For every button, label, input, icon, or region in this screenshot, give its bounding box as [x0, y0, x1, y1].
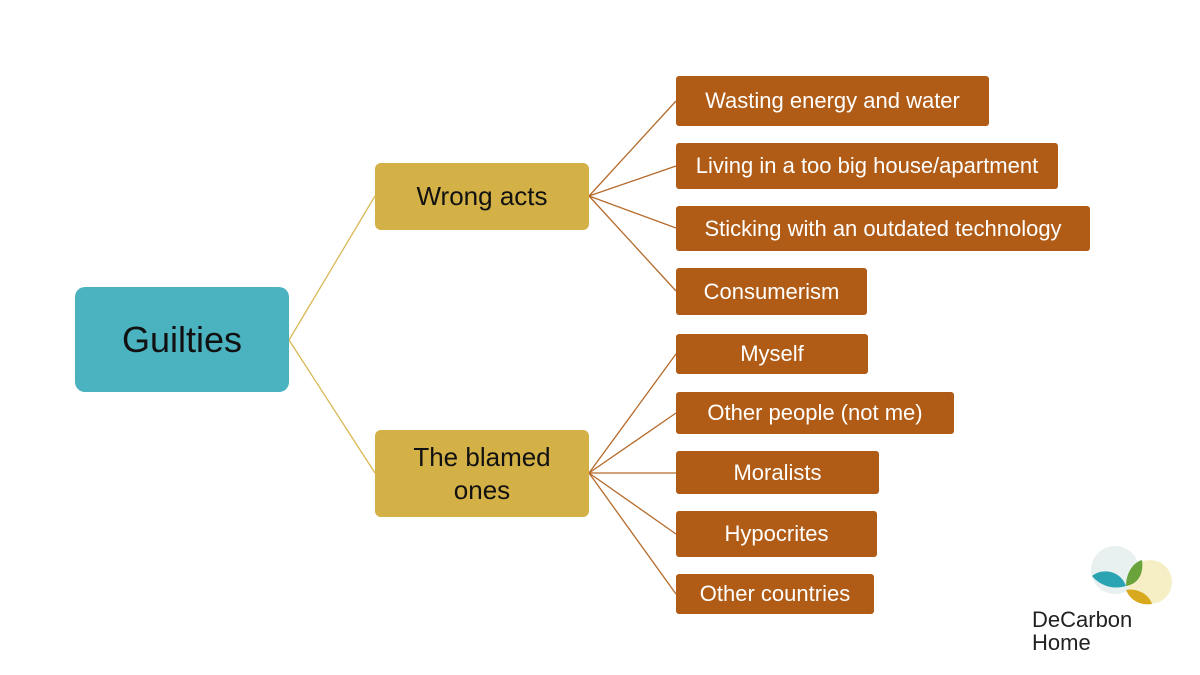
connector-blamed-item-2: [588, 412, 677, 474]
category-label: Wrong acts: [416, 181, 548, 211]
connector-root-to-wrong-acts: [288, 195, 376, 341]
connector-blamed-item-4: [588, 472, 677, 535]
connector-blamed-item-5: [588, 472, 677, 595]
item-label: Other countries: [699, 581, 851, 606]
logo-line-1: DeCarbon: [1032, 607, 1133, 632]
category-node-wrong-acts: Wrong acts: [375, 163, 589, 230]
connector-blamed-item-1: [588, 353, 677, 474]
root-node-label: Guilties: [121, 318, 243, 360]
item-node: Myself: [676, 334, 868, 374]
connector-wrong-acts-item-1: [588, 100, 677, 197]
item-node: Other people (not me): [676, 392, 954, 434]
root-node: Guilties: [75, 287, 289, 392]
item-label: Hypocrites: [724, 521, 829, 546]
item-label: Living in a too big house/apartment: [695, 153, 1039, 178]
decarbon-home-logo-icon: [1091, 546, 1172, 605]
item-node: Wasting energy and water: [676, 76, 989, 126]
connector-wrong-acts-item-2: [588, 165, 677, 197]
item-label: Wasting energy and water: [705, 88, 960, 113]
item-node: Consumerism: [676, 268, 867, 315]
category-node-blamed-ones: The blamed ones: [375, 430, 589, 517]
item-node: Sticking with an outdated technology: [676, 206, 1090, 251]
item-label: Sticking with an outdated technology: [704, 215, 1062, 241]
item-label: Moralists: [733, 459, 822, 485]
logo-line-2: Home: [1032, 630, 1091, 655]
connector-root-to-blamed-ones: [288, 339, 376, 474]
item-node: Other countries: [676, 574, 874, 614]
item-label: Consumerism: [703, 278, 840, 304]
connector-wrong-acts-item-4: [588, 195, 677, 292]
item-label: Other people (not me): [707, 400, 923, 425]
item-node: Living in a too big house/apartment: [676, 143, 1058, 189]
decarbon-home-logo-text: DeCarbon Home: [1032, 608, 1132, 654]
connector-wrong-acts-item-3: [588, 195, 677, 229]
item-label: Myself: [740, 341, 804, 366]
category-label: The blamed ones: [413, 441, 551, 505]
item-node: Moralists: [676, 451, 879, 494]
item-node: Hypocrites: [676, 511, 877, 557]
